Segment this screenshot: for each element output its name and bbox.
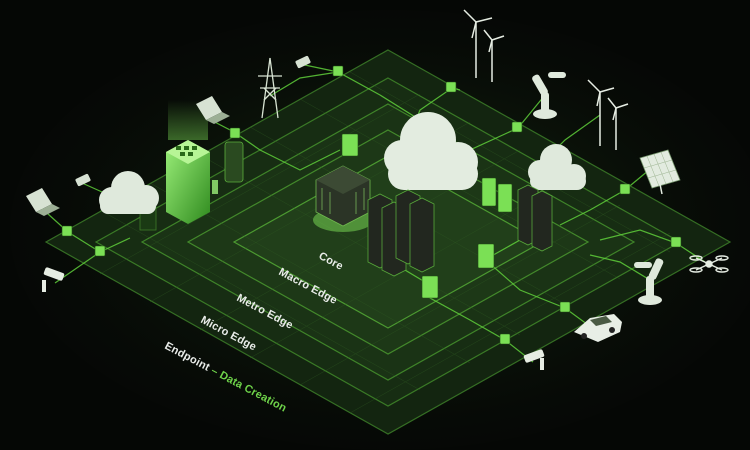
- server-racks: [367, 184, 553, 277]
- phone-icon: [295, 55, 311, 69]
- laptop-icon: [196, 96, 230, 124]
- switch-node-icon: [421, 275, 439, 299]
- server-rack-icon: [531, 190, 553, 252]
- wind-turbine-icon: [587, 79, 629, 150]
- switch-node-icon: [229, 127, 241, 139]
- endpoint-separator: –: [206, 363, 223, 380]
- switch-node-icon: [511, 121, 523, 133]
- security-camera-icon: [42, 267, 65, 292]
- switch-node-icon: [497, 183, 513, 213]
- switch-node-icon: [332, 65, 344, 77]
- wind-turbine-icon: [463, 9, 505, 82]
- switch-node-icon: [481, 177, 497, 207]
- switch-node-icon: [499, 333, 511, 345]
- drone-icon: [689, 255, 729, 273]
- switch-node-icon: [619, 183, 631, 195]
- switch-node-icon: [341, 133, 359, 157]
- laptop-icon: [26, 188, 60, 216]
- server-rack-icon: [409, 197, 435, 273]
- switch-nodes: [61, 65, 682, 345]
- solar-panel-icon: [639, 149, 681, 195]
- car-icon: [574, 314, 622, 342]
- switch-node-icon: [61, 225, 73, 237]
- robot-arm-icon: [532, 72, 566, 119]
- phone-icon: [75, 173, 91, 187]
- switch-node-icon: [94, 245, 106, 257]
- cloud-icon: [528, 144, 586, 190]
- data-center-icon: [313, 165, 373, 232]
- switch-node-icon: [670, 236, 682, 248]
- power-pylon-icon: [258, 57, 282, 119]
- data-center-icon: [139, 100, 244, 231]
- cloud-icon: [99, 171, 159, 214]
- cloud-icon: [384, 112, 478, 190]
- switch-node-icon: [559, 301, 571, 313]
- switch-node-icon: [477, 243, 495, 269]
- switch-node-icon: [445, 81, 457, 93]
- robot-arm-icon: [634, 258, 664, 305]
- security-camera-icon: [523, 349, 545, 370]
